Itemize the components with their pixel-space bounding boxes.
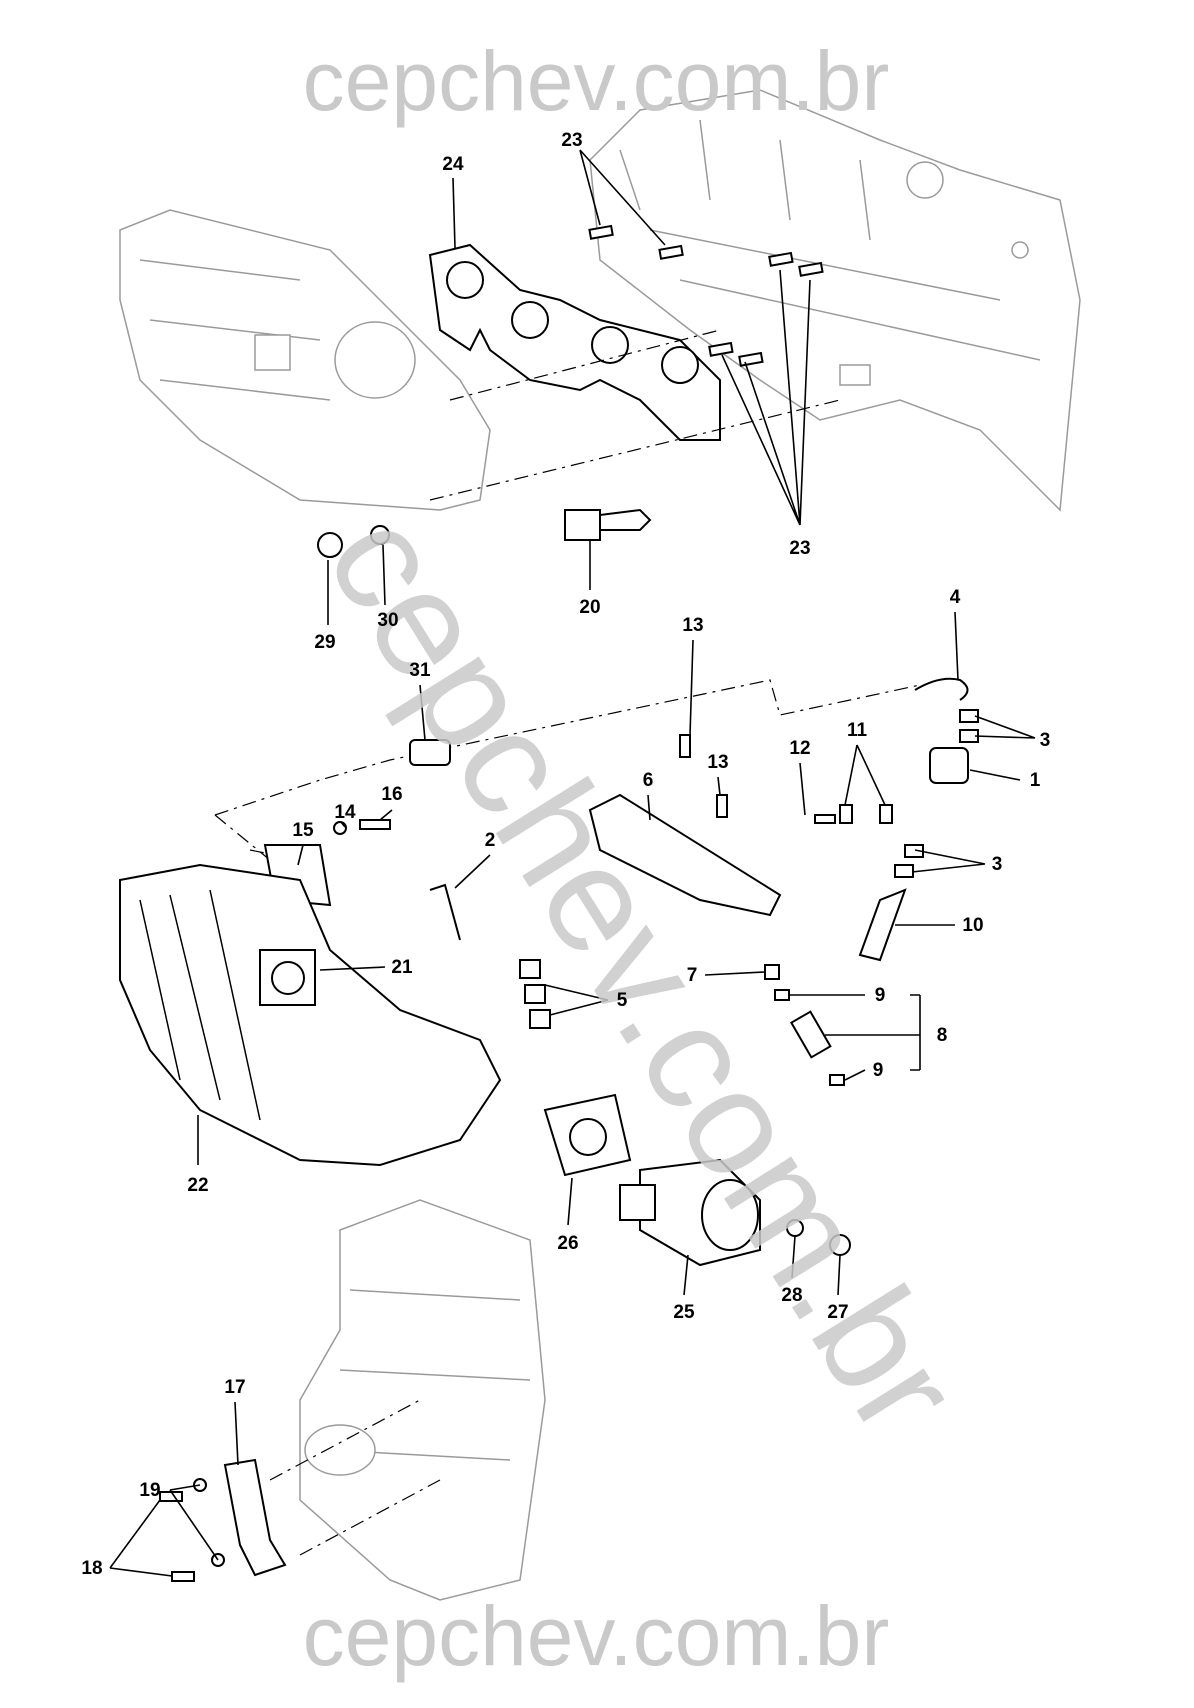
callout-24: 24: [442, 154, 464, 175]
callout-29: 29: [314, 632, 335, 653]
bolt-18a: [159, 1491, 183, 1502]
bolt-13a: [679, 734, 691, 758]
callout-7: 7: [687, 965, 698, 986]
callout-12: 12: [789, 738, 810, 759]
callout-1: 1: [1030, 770, 1041, 791]
bolt-18b: [171, 1571, 195, 1582]
engine-block-bottom: [299, 1199, 546, 1601]
gasket-24: [428, 243, 721, 441]
hose-10: [858, 888, 907, 962]
fitting-11b: [879, 804, 893, 824]
washer-30: [370, 525, 390, 545]
callout-9-top: 9: [875, 985, 886, 1006]
grommet-5a: [519, 959, 541, 979]
fitting-3d: [894, 864, 914, 878]
callout-27: 27: [827, 1302, 848, 1323]
callout-28: 28: [781, 1285, 802, 1306]
callout-31: 31: [409, 660, 431, 681]
callout-13-mid: 13: [707, 752, 728, 773]
pressure-regulator-1: [929, 747, 969, 784]
valve-31: [409, 739, 451, 766]
injector-8: [789, 1010, 832, 1059]
callout-9-bottom: 9: [873, 1060, 884, 1081]
callout-15: 15: [292, 820, 314, 841]
callout-21: 21: [391, 957, 413, 978]
throttle-body-25: [619, 1158, 761, 1267]
callout-23-top: 23: [561, 130, 582, 151]
stud-12: [814, 814, 836, 824]
o-ring-9a: [774, 989, 790, 1001]
callout-30: 30: [377, 610, 398, 631]
callout-3-top: 3: [1040, 730, 1051, 751]
bolt-16: [359, 819, 391, 830]
hose-4: [914, 677, 969, 701]
callout-19: 19: [139, 1480, 160, 1501]
watermark-top: cepchev.com.br: [303, 34, 890, 128]
bracket-17: [223, 1458, 287, 1577]
studs-23: [588, 224, 824, 367]
callout-4: 4: [950, 587, 961, 608]
callout-8: 8: [937, 1025, 948, 1046]
callout-3-mid: 3: [992, 854, 1003, 875]
o-ring-9b: [829, 1074, 845, 1086]
callouts: 24 23 23 20 29 30 4 13 31 3 1 12 11 13 6…: [81, 130, 1050, 1579]
bolt-13b: [716, 794, 728, 818]
grommet-5b: [524, 984, 546, 1004]
callout-13-top: 13: [682, 615, 703, 636]
callout-5: 5: [617, 990, 628, 1011]
sensor-20: [564, 508, 652, 541]
callout-26: 26: [557, 1233, 578, 1254]
intake-manifold-22: [119, 863, 502, 1167]
callout-16: 16: [381, 784, 402, 805]
fuel-rail-6: [588, 793, 782, 917]
callout-11: 11: [847, 720, 868, 741]
watermark-bottom: cepchev.com.br: [303, 1589, 890, 1683]
gasket-26: [543, 1093, 632, 1177]
callout-23-bottom: 23: [789, 538, 810, 559]
spring-2: [429, 883, 461, 941]
intake-manifold-ghost: [119, 209, 491, 511]
callout-18: 18: [81, 1558, 102, 1579]
callout-6: 6: [643, 770, 654, 791]
clip-7: [764, 964, 780, 980]
fitting-11a: [839, 804, 853, 824]
nut-29: [317, 532, 343, 558]
callout-20: 20: [579, 597, 600, 618]
grommet-5c: [529, 1009, 551, 1029]
callout-22: 22: [187, 1175, 208, 1196]
callout-10: 10: [962, 915, 983, 936]
callout-17: 17: [224, 1377, 245, 1398]
leader-lines: [109, 149, 1036, 1577]
fitting-3b: [959, 709, 979, 723]
callout-14: 14: [334, 802, 356, 823]
callout-25: 25: [673, 1302, 695, 1323]
engine-block-top: [589, 89, 1081, 512]
washer-14: [333, 821, 347, 835]
callout-2: 2: [485, 830, 496, 851]
